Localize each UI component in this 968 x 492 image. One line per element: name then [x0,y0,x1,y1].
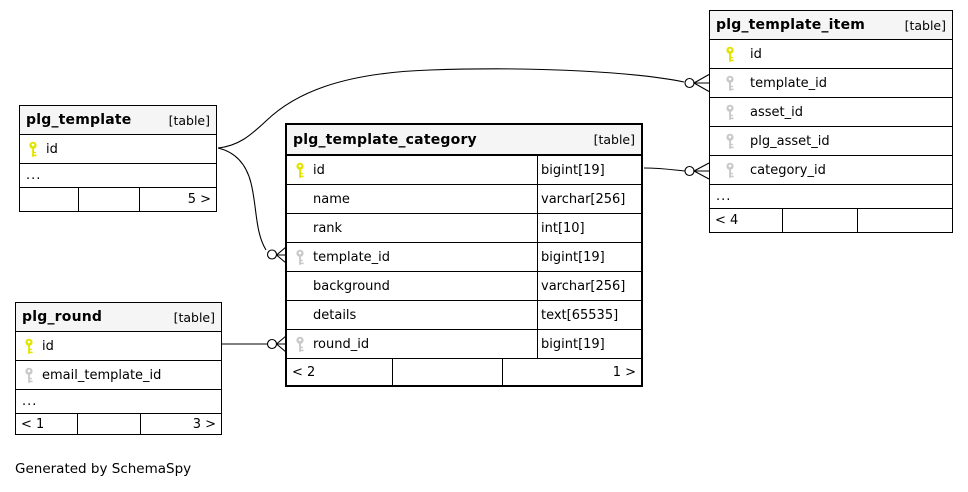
key-cell [710,46,750,63]
foreign-key-icon [296,249,304,265]
column-row: id [16,332,221,361]
table-tag: [table] [593,132,635,147]
column-row: round_id bigint[19] [287,330,641,359]
column-name: email_template_id [42,367,162,383]
table-plg-template-item: plg_template_item [table] id [709,10,953,233]
column-name: id [42,338,54,354]
column-row: id [20,135,216,164]
column-name: asset_id [750,104,803,120]
column-row: rank int[10] [287,214,641,243]
footer-cell [858,209,952,232]
table-header[interactable]: plg_template_item [table] [710,11,952,40]
foreign-key-icon [726,75,734,91]
table-header[interactable]: plg_template [table] [20,106,216,135]
foreign-key-icon [726,104,734,120]
table-tag: [table] [904,17,946,33]
table-header[interactable]: plg_round [table] [16,303,221,332]
footer-cell: 5 > [187,192,211,207]
footer-cell [393,359,503,385]
column-type: int[10] [537,214,641,242]
column-name: template_id [313,249,391,265]
table-footer: < 1 3 > [16,414,221,434]
column-row: email_template_id [16,361,221,390]
column-name: background [313,278,390,294]
column-row: background varchar[256] [287,272,641,301]
footer-cell [783,209,858,232]
footer-cell: < 2 [287,359,394,385]
key-cell [287,162,313,179]
column-type: varchar[256] [537,185,641,213]
column-row: template_id [710,69,952,98]
column-name: id [46,141,58,157]
column-row: plg_asset_id [710,127,952,156]
primary-key-icon [25,338,33,354]
primary-key-icon [296,162,304,178]
column-row: details text[65535] [287,301,641,330]
foreign-key-icon [296,336,304,352]
relationship-connector [217,147,287,264]
column-row: id bigint[19] [287,156,641,185]
relationship-connector [643,162,710,180]
table-header[interactable]: plg_template_category [table] [287,125,641,156]
key-cell [287,336,313,353]
column-type: bigint[19] [537,330,641,358]
key-cell [710,133,750,150]
column-type: bigint[19] [537,156,641,184]
key-cell [16,338,42,355]
column-row: category_id [710,156,952,185]
column-name: round_id [313,336,370,352]
column-name: category_id [750,162,826,178]
table-footer: < 4 [710,209,952,232]
table-footer: 5 > [20,188,216,211]
primary-key-icon [726,46,734,62]
column-name: details [313,307,357,323]
key-cell [20,141,46,158]
footer-cell: 3 > [192,416,216,432]
table-plg-round: plg_round [table] id [15,302,222,435]
footer-cell [20,188,79,211]
table-tag: [table] [168,112,210,128]
column-name: id [313,162,325,178]
column-type: varchar[256] [537,272,641,300]
foreign-key-icon [25,367,33,383]
table-name[interactable]: plg_round [22,309,103,325]
foreign-key-icon [726,162,734,178]
table-plg-template-category: plg_template_category [table] id bigint[… [285,123,643,387]
footer-cell [79,188,140,211]
column-type: bigint[19] [537,243,641,271]
generator-credit: Generated by SchemaSpy [15,461,192,477]
key-cell [16,367,42,384]
table-name[interactable]: plg_template [26,112,132,128]
column-row: id [710,40,952,69]
column-name: template_id [750,75,828,91]
table-name[interactable]: plg_template_category [293,131,477,148]
column-name: id [750,46,762,62]
footer-cell: 1 > [612,364,636,380]
table-plg-template: plg_template [table] id ... 5 > [19,105,217,212]
column-row: asset_id [710,98,952,127]
table-name[interactable]: plg_template_item [716,17,866,33]
primary-key-icon [29,141,37,157]
relationship-connector [222,335,287,353]
footer-cell: < 1 [16,414,78,434]
more-columns-ellipsis: ... [20,164,216,188]
column-row: template_id bigint[19] [287,243,641,272]
more-columns-ellipsis: ... [16,390,221,414]
more-columns-ellipsis: ... [710,185,952,209]
key-cell [710,75,750,92]
key-cell [710,104,750,121]
table-tag: [table] [173,309,215,325]
table-footer: < 2 1 > [287,359,641,385]
key-cell [710,162,750,179]
key-cell [287,249,313,266]
column-row: name varchar[256] [287,185,641,214]
foreign-key-icon [726,133,734,149]
column-type: text[65535] [537,301,641,329]
footer-cell [78,414,142,434]
column-name: rank [313,220,343,236]
column-name: name [313,191,350,207]
column-name: plg_asset_id [750,133,830,149]
footer-cell: < 4 [710,209,783,232]
